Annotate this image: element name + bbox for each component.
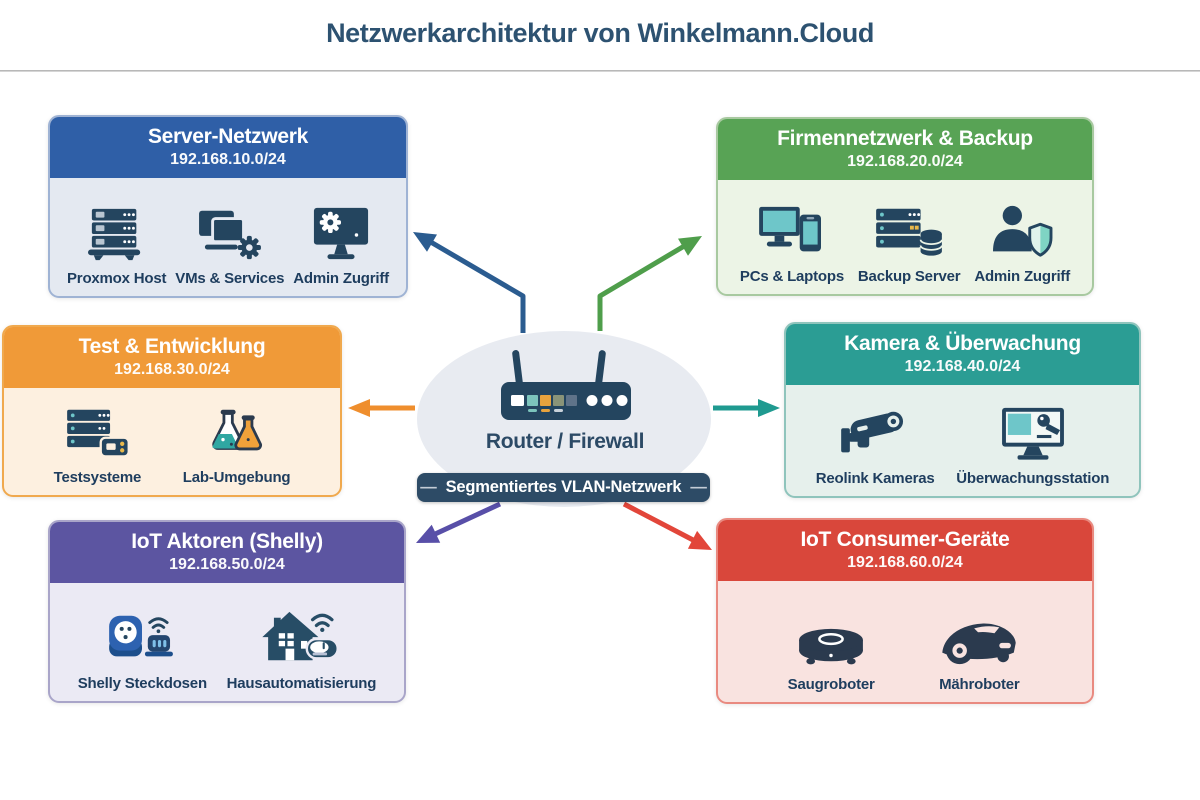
item-label: Reolink Kameras bbox=[815, 470, 935, 487]
box-body: Reolink Kameras Überwachungsstation bbox=[786, 385, 1139, 496]
cctv-camera-icon bbox=[841, 411, 904, 453]
vlan-box-kamera: Kamera & Überwachung 192.168.40.0/24 bbox=[784, 322, 1141, 498]
list-item: VMs & Services bbox=[175, 188, 284, 287]
box-header: Test & Entwicklung 192.168.30.0/24 bbox=[4, 327, 340, 389]
list-item: Überwachungsstation bbox=[956, 395, 1109, 487]
box-subnet: 192.168.20.0/24 bbox=[847, 153, 963, 171]
box-header: Server-Netzwerk 192.168.10.0/24 bbox=[50, 117, 406, 179]
vlan-banner: — Segmentiertes VLAN-Netzwerk — bbox=[417, 473, 710, 502]
item-label: Admin Zugriff bbox=[974, 268, 1071, 285]
item-label: Proxmox Host bbox=[67, 270, 167, 287]
vlan-box-test-entwicklung: Test & Entwicklung 192.168.30.0/24 bbox=[2, 325, 342, 497]
box-body: Testsysteme Lab-Umgebung bbox=[4, 388, 340, 495]
item-label: Lab-Umgebung bbox=[182, 469, 291, 486]
box-title: Kamera & Überwachung bbox=[844, 332, 1081, 355]
box-title: Firmennetzwerk & Backup bbox=[777, 127, 1033, 150]
list-item: Mähroboter bbox=[936, 591, 1022, 693]
box-subnet: 192.168.40.0/24 bbox=[904, 358, 1021, 376]
box-header: IoT Consumer-Geräte 192.168.60.0/24 bbox=[718, 520, 1092, 582]
vlan-box-firmennetzwerk: Firmennetzwerk & Backup 192.168.20.0/24 … bbox=[716, 117, 1094, 296]
box-header: Kamera & Überwachung 192.168.40.0/24 bbox=[786, 324, 1139, 386]
monitor-gear-icon bbox=[314, 207, 369, 260]
list-item: Admin Zugriff bbox=[293, 188, 389, 287]
box-body: Shelly Steckdosen bbox=[50, 583, 404, 701]
item-label: Testsysteme bbox=[53, 469, 142, 486]
list-item: Lab-Umgebung bbox=[183, 398, 291, 486]
vlan-box-iot-aktoren: IoT Aktoren (Shelly) 192.168.50.0/24 Sh bbox=[48, 520, 406, 703]
item-label: Überwachungsstation bbox=[956, 470, 1110, 487]
item-label: Saugroboter bbox=[787, 676, 875, 693]
box-body: Saugroboter Mähroboter bbox=[718, 581, 1092, 702]
list-item: Proxmox Host bbox=[67, 188, 166, 287]
item-label: Shelly Steckdosen bbox=[77, 675, 207, 692]
banner-label: Segmentiertes VLAN-Netzwerk bbox=[445, 478, 682, 496]
virtual-machines-gear-icon bbox=[198, 210, 261, 260]
box-title: Test & Entwicklung bbox=[78, 335, 266, 358]
banner-dash-right: — bbox=[690, 478, 707, 496]
box-title: IoT Aktoren (Shelly) bbox=[131, 530, 323, 553]
box-body: Proxmox Host VMs & Services bbox=[50, 178, 406, 296]
item-label: VMs & Services bbox=[175, 270, 285, 287]
list-item: Testsysteme bbox=[53, 398, 142, 486]
box-header: Firmennetzwerk & Backup 192.168.20.0/24 bbox=[718, 119, 1092, 181]
box-header: IoT Aktoren (Shelly) 192.168.50.0/24 bbox=[50, 522, 404, 584]
vlan-box-iot-consumer: IoT Consumer-Geräte 192.168.60.0/24 Saug… bbox=[716, 518, 1094, 704]
box-title: Server-Netzwerk bbox=[147, 125, 309, 148]
box-subnet: 192.168.30.0/24 bbox=[114, 361, 230, 379]
item-label: Backup Server bbox=[857, 268, 961, 285]
box-subnet: 192.168.60.0/24 bbox=[847, 554, 963, 572]
arrow-to-firmennetzwerk bbox=[597, 236, 702, 331]
list-item: Reolink Kameras bbox=[816, 395, 935, 487]
arrow-to-iot-consumer bbox=[622, 501, 712, 550]
box-body: PCs & Laptops bbox=[718, 180, 1092, 294]
arrow-to-kamera bbox=[713, 399, 780, 417]
test-server-icon bbox=[67, 409, 131, 458]
smart-home-icon bbox=[262, 611, 340, 661]
vlan-box-server-netzwerk: Server-Netzwerk 192.168.10.0/24 bbox=[48, 115, 408, 298]
mower-robot-icon bbox=[942, 623, 1017, 665]
lab-flasks-icon bbox=[211, 409, 262, 451]
arrow-to-server-netzwerk bbox=[413, 232, 526, 333]
item-label: Mähroboter bbox=[939, 676, 1020, 693]
box-subnet: 192.168.50.0/24 bbox=[169, 556, 285, 574]
box-subnet: 192.168.10.0/24 bbox=[170, 151, 286, 169]
list-item: Shelly Steckdosen bbox=[78, 593, 207, 692]
list-item: Backup Server bbox=[857, 190, 961, 285]
router-firewall-label: Router / Firewall bbox=[485, 430, 645, 453]
server-rack-icon bbox=[87, 208, 140, 261]
item-label: Hausautomatisierung bbox=[226, 675, 377, 692]
list-item: Admin Zugriff bbox=[974, 190, 1070, 285]
banner-dash-left: — bbox=[420, 478, 437, 496]
monitoring-station-icon bbox=[1001, 407, 1064, 460]
item-label: Admin Zugriff bbox=[293, 270, 389, 287]
title-divider bbox=[0, 70, 1200, 72]
arrow-to-test-entwicklung bbox=[348, 399, 415, 417]
backup-server-database-icon bbox=[876, 208, 943, 256]
box-title: IoT Consumer-Geräte bbox=[800, 528, 1010, 551]
wifi-router-icon bbox=[501, 350, 631, 420]
page-title: Netzwerkarchitektur von Winkelmann.Cloud bbox=[326, 18, 874, 48]
vacuum-robot-icon bbox=[799, 628, 864, 665]
item-label: PCs & Laptops bbox=[739, 268, 844, 285]
smart-plug-icon bbox=[109, 615, 174, 657]
pc-laptop-icon bbox=[759, 206, 821, 252]
arrow-to-iot-aktoren bbox=[416, 501, 502, 543]
list-item: Hausautomatisierung bbox=[226, 593, 377, 692]
admin-shield-icon bbox=[993, 205, 1053, 257]
list-item: PCs & Laptops bbox=[740, 190, 844, 285]
list-item: Saugroboter bbox=[788, 591, 875, 693]
